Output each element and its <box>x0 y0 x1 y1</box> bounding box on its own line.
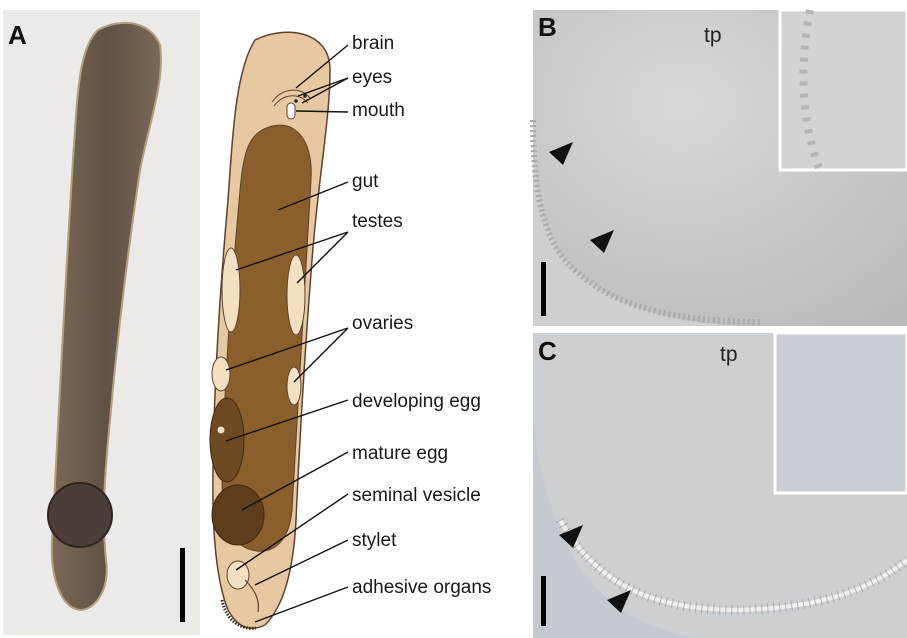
label-testes: testes <box>352 211 403 233</box>
panel-b-micrograph <box>533 10 907 326</box>
panel-label-a: A <box>8 20 27 51</box>
label-mouth: mouth <box>352 100 405 122</box>
label-brain: brain <box>352 33 394 55</box>
testis-left <box>222 248 240 332</box>
panel-label-b: B <box>538 12 557 43</box>
label-ovaries: ovaries <box>352 313 413 335</box>
inset-b <box>780 10 907 170</box>
mouth-shape <box>287 103 295 119</box>
scale-bar-c <box>541 576 546 626</box>
mature-egg-shape <box>212 485 264 545</box>
ovary-right <box>287 367 301 405</box>
scale-bar-a <box>180 548 185 622</box>
inset-c <box>775 333 907 493</box>
tp-label-b: tp <box>704 24 722 48</box>
ovary-left <box>212 357 230 391</box>
testis-right <box>287 255 305 335</box>
label-adhesive-organs: adhesive organs <box>352 577 491 599</box>
developing-egg-nucleus <box>218 427 225 434</box>
label-stylet: stylet <box>352 530 396 552</box>
panel-c-micrograph <box>533 333 907 638</box>
panel-a-micrograph <box>0 0 205 638</box>
label-eyes: eyes <box>352 67 392 89</box>
eye-left <box>303 94 307 98</box>
label-mature-egg: mature egg <box>352 443 448 465</box>
seminal-vesicle-shape <box>227 561 249 589</box>
panel-label-c: C <box>538 336 557 367</box>
schematic-worm <box>210 32 348 628</box>
worm-photo-egg <box>48 483 112 547</box>
tp-label-c: tp <box>720 343 738 367</box>
eye-right <box>294 99 298 103</box>
label-gut: gut <box>352 171 378 193</box>
label-developing-egg: developing egg <box>352 391 481 413</box>
scale-bar-b <box>541 262 546 316</box>
label-seminal-vesicle: seminal vesicle <box>352 485 481 507</box>
